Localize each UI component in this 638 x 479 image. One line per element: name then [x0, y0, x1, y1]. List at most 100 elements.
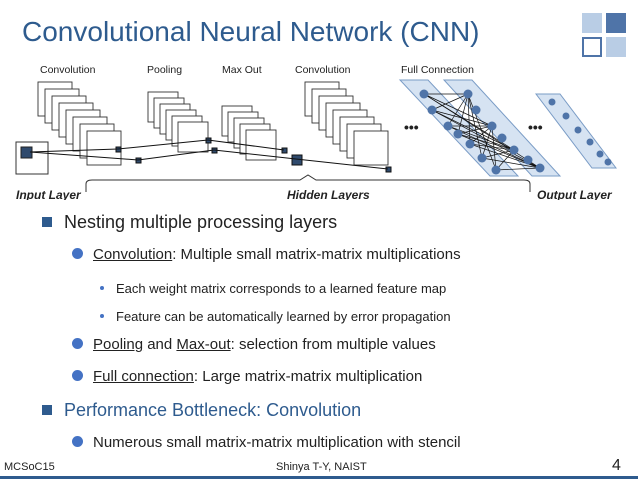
dot-bullet-icon: [100, 314, 104, 318]
fc-edge: [467, 93, 471, 145]
pooling-link[interactable]: Pooling: [93, 336, 144, 353]
connection-line: [29, 151, 139, 161]
footer-conference: MCSoC15: [4, 461, 55, 473]
connection-line: [213, 149, 297, 160]
full-connection-link[interactable]: Full connection: [93, 368, 194, 385]
deco-square: [606, 13, 626, 33]
page-number: 4: [612, 457, 621, 474]
footer-rule: [0, 476, 638, 479]
output-layer-label: Output Layer: [537, 188, 613, 200]
output-node: [562, 112, 570, 120]
slide-title: Convolutional Neural Network (CNN): [22, 16, 480, 47]
fc-node: [487, 121, 497, 131]
stencil-text: Numerous small matrix-matrix multiplicat…: [93, 434, 461, 451]
circle-bullet-icon: [72, 338, 83, 349]
ellipsis-1: •••: [404, 119, 419, 135]
pooling-and-text: and: [143, 336, 177, 353]
output-node: [604, 158, 612, 166]
phase-label-maxout: Max Out: [222, 64, 262, 76]
sub-bullet-pooling: Pooling and Max-out: selection from mult…: [72, 336, 436, 353]
circle-bullet-icon: [72, 370, 83, 381]
marker-square: [385, 166, 392, 173]
connection-line: [207, 139, 285, 151]
fc-edge: [431, 93, 469, 111]
output-node: [574, 126, 582, 134]
bullet-2-text: Performance Bottleneck: Convolution: [64, 400, 362, 420]
full-connection-text: : Large matrix-matrix multiplication: [193, 368, 423, 385]
fc-edge: [481, 125, 493, 159]
connection-line: [137, 149, 215, 161]
deco-square: [582, 13, 602, 33]
fc-node: [453, 129, 463, 139]
marker-square: [281, 147, 288, 154]
fc-layer: [398, 79, 520, 177]
fc-edge: [469, 143, 515, 151]
hidden-layers-label: Hidden Layers: [287, 188, 370, 200]
convolution-link[interactable]: Convolution: [93, 246, 173, 263]
marker-square: [291, 154, 303, 166]
output-node: [586, 138, 594, 146]
feature-map-stacks: [15, 81, 389, 175]
subsub-bullet-1-text: Each weight matrix corresponds to a lear…: [116, 281, 447, 296]
fc-node: [419, 89, 429, 99]
feature-map: [177, 121, 209, 153]
fc-edge: [431, 109, 515, 151]
fc-edge: [457, 125, 493, 135]
phase-label-pooling: Pooling: [147, 64, 182, 76]
maxout-link[interactable]: Max-out: [176, 336, 231, 353]
phase-label-convolution: Convolution: [40, 64, 96, 76]
fc-edge: [467, 93, 497, 171]
fc-edge: [481, 157, 541, 169]
convolution-text: : Multiple small matrix-matrix multiplic…: [172, 246, 461, 263]
connection-line: [295, 158, 389, 170]
hidden-layers-brace: [85, 174, 531, 192]
footer-author: Shinya T-Y, NAIST: [276, 461, 367, 473]
output-node: [596, 150, 604, 158]
fc-node: [497, 133, 507, 143]
circle-bullet-icon: [72, 436, 83, 447]
subsub-bullet-2: Feature can be automatically learned by …: [100, 309, 451, 324]
fc-edge: [467, 93, 483, 159]
circle-bullet-icon: [72, 248, 83, 259]
fc-node: [509, 145, 519, 155]
fc-edge: [481, 149, 515, 159]
bullet-2: Performance Bottleneck: Convolution: [42, 400, 361, 421]
deco-square: [606, 37, 626, 57]
fc-edge: [491, 125, 497, 171]
fc-edge: [431, 109, 541, 169]
fc-node: [443, 121, 453, 131]
fc-edge: [495, 167, 541, 171]
fc-edge: [457, 93, 469, 135]
sub-bullet-stencil: Numerous small matrix-matrix multiplicat…: [72, 434, 461, 451]
pooling-text: : selection from multiple values: [230, 336, 436, 353]
ellipsis-2: •••: [528, 119, 543, 135]
fc-node: [491, 165, 501, 175]
sub-bullet-convolution: Convolution: Multiple small matrix-matri…: [72, 246, 461, 263]
feature-map: [353, 130, 389, 166]
fc-node: [535, 163, 545, 173]
fc-edge: [469, 125, 493, 145]
feature-map: [86, 130, 122, 166]
bullet-1-text: Nesting multiple processing layers: [64, 212, 338, 232]
phase-label-convolution-2: Convolution: [295, 64, 351, 76]
input-layer-label: Input Layer: [16, 188, 82, 200]
phase-label-full-connection: Full Connection: [401, 64, 474, 76]
feature-map: [245, 129, 277, 161]
fc-node: [477, 153, 487, 163]
square-bullet-icon: [42, 217, 52, 227]
fc-node: [471, 105, 481, 115]
fc-node: [427, 105, 437, 115]
sub-bullet-full-connection: Full connection: Large matrix-matrix mul…: [72, 368, 422, 385]
subsub-bullet-1: Each weight matrix corresponds to a lear…: [100, 281, 446, 296]
subsub-bullet-2-text: Feature can be automatically learned by …: [116, 309, 451, 324]
full-connection-layers: [398, 79, 618, 177]
dot-bullet-icon: [100, 286, 104, 290]
fc-node: [523, 155, 533, 165]
fc-node: [465, 139, 475, 149]
square-bullet-icon: [42, 405, 52, 415]
fc-node: [463, 89, 473, 99]
fc-edge: [447, 93, 469, 127]
connection-line: [117, 139, 209, 150]
marker-square: [135, 157, 142, 164]
deco-square: [582, 37, 602, 57]
